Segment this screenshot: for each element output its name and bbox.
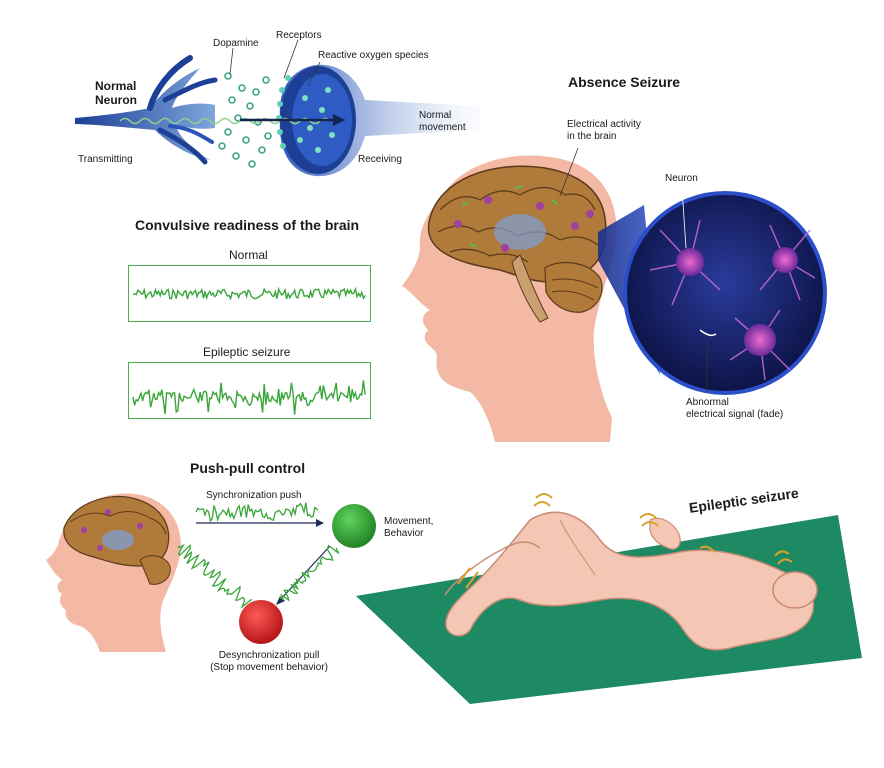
movement-desync-trace <box>279 544 340 602</box>
push-pull-title: Push-pull control <box>190 460 306 476</box>
push-pull-diagram <box>196 504 376 644</box>
synapse-illustration <box>75 39 480 177</box>
receiving-label: Receiving <box>358 154 402 165</box>
movement-node <box>332 504 376 548</box>
receptors-label: Receptors <box>276 30 322 41</box>
transmitting-label: Transmitting <box>78 154 133 165</box>
magnified-neuron-illustration <box>598 187 827 395</box>
normal-wave-box <box>128 265 371 322</box>
seizure-wave-box <box>128 362 371 419</box>
seizure-wave-label: Epileptic seizure <box>203 345 291 359</box>
head-illustration-large <box>402 147 617 443</box>
dopamine-label: Dopamine <box>213 38 259 49</box>
head-illustration-small <box>46 493 181 652</box>
sync-push-wave <box>195 502 319 523</box>
desync-pull-trace <box>177 543 253 609</box>
sync-push-label: Synchronization push <box>206 490 302 501</box>
readiness-title: Convulsive readiness of the brain <box>135 217 360 233</box>
movement-behavior-label: Movement,Behavior <box>384 516 434 539</box>
desync-pull-wave <box>177 543 253 609</box>
absence-seizure-title: Absence Seizure <box>568 74 681 90</box>
seizure-body-illustration <box>356 493 862 704</box>
movement-to-desync-wave <box>279 544 340 602</box>
seizure-eeg-trace <box>132 380 366 415</box>
normal-wave-label: Normal <box>229 248 268 262</box>
ros-label: Reactive oxygen species <box>318 50 429 61</box>
desync-pull-label: Desynchronization pull(Stop movement beh… <box>210 650 328 673</box>
neuron-label: Neuron <box>665 173 698 184</box>
normal-eeg-trace <box>132 286 366 301</box>
sync-push-trace <box>195 502 319 523</box>
desync-node <box>239 600 283 644</box>
